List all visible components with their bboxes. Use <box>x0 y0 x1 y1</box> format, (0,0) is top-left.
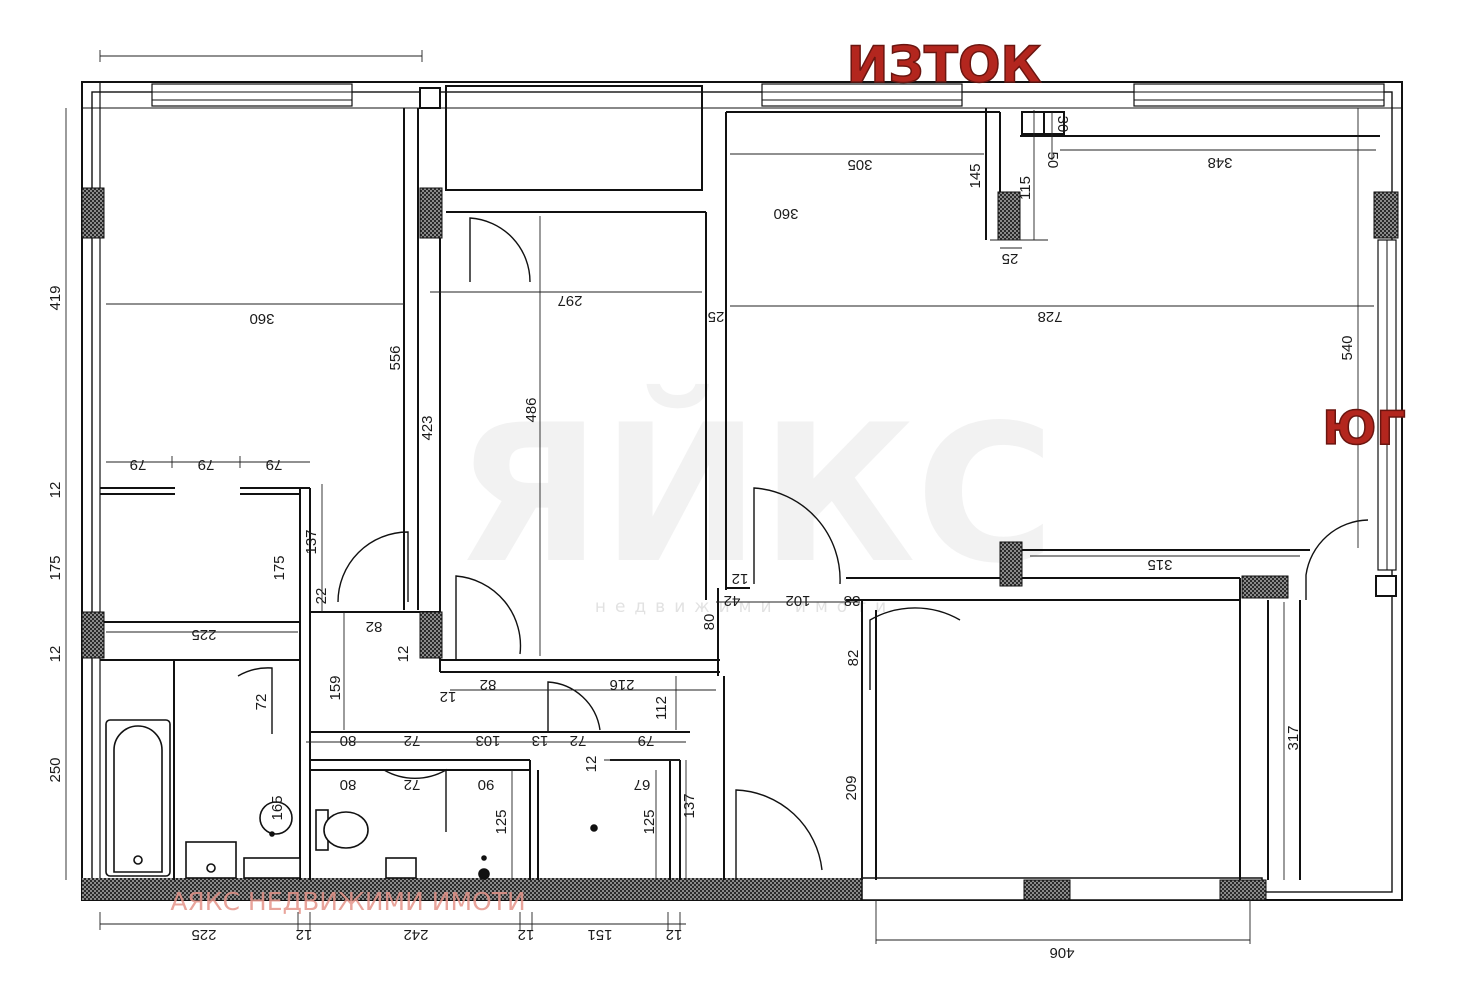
compass-south-label: ЮГ <box>1322 401 1405 455</box>
dim-label: 79 <box>266 456 283 473</box>
dim-label: 80 <box>340 776 357 793</box>
dim-label: 315 <box>1147 556 1172 573</box>
fixtures <box>105 719 598 880</box>
dim-label: 12 <box>518 926 535 943</box>
dim-label: 125 <box>641 809 658 834</box>
dim-label: 13 <box>532 732 549 749</box>
dim-label: 42 <box>724 592 741 609</box>
dim-label: 72 <box>404 732 421 749</box>
dim-label: 79 <box>198 456 215 473</box>
dim-label: 12 <box>440 688 457 705</box>
dim-label: 486 <box>523 397 540 422</box>
dim-label: 242 <box>403 926 428 943</box>
dim-label: 72 <box>404 776 421 793</box>
dim-label: 540 <box>1339 335 1356 360</box>
dim-label: 137 <box>681 793 698 818</box>
dim-label: 423 <box>419 415 436 440</box>
dim-label: 103 <box>475 732 500 749</box>
doors <box>237 217 1369 880</box>
bottom-wall <box>82 878 862 900</box>
dim-label: 80 <box>701 614 718 631</box>
watermark-logo: ЯЙКС <box>455 383 1055 605</box>
dim-label: 12 <box>583 756 600 773</box>
dim-label: 25 <box>1002 250 1019 267</box>
bathtub <box>105 719 171 877</box>
dim-label: 12 <box>395 646 412 663</box>
compass-east-label: ИЗТОК <box>847 36 1042 94</box>
agency-watermark: АЯКС НЕДВИЖИМИ ИМОТИ <box>170 887 525 916</box>
dim-label: 209 <box>843 775 860 800</box>
dim-label: 305 <box>847 156 872 173</box>
dim-label: 556 <box>387 345 404 370</box>
toilet-1 <box>243 857 301 879</box>
dim-label: 12 <box>47 482 64 499</box>
dim-label: 90 <box>478 776 495 793</box>
dim-label: 165 <box>269 795 286 820</box>
interior-walls <box>100 85 1380 880</box>
dim-label: 419 <box>47 285 64 310</box>
dim-label: 112 <box>653 696 670 720</box>
dimension-labels: 360 419 360 556 423 297 486 25 728 305 1… <box>47 116 1356 961</box>
dim-label: 38 <box>844 592 861 609</box>
dim-label: 360 <box>773 205 798 222</box>
dim-label: 102 <box>785 592 810 609</box>
dim-label: 317 <box>1285 725 1302 750</box>
sink-1 <box>185 841 237 879</box>
dim-label: 137 <box>303 529 320 554</box>
dim-label: 72 <box>253 694 270 711</box>
dim-label: 175 <box>271 555 288 580</box>
columns <box>81 187 1399 901</box>
watermark: ЯЙКС недвижими имоти <box>455 383 1055 617</box>
dim-label: 348 <box>1207 154 1232 171</box>
dim-label: 79 <box>130 456 147 473</box>
dim-label: 79 <box>638 732 655 749</box>
dim-label: 12 <box>666 926 683 943</box>
dim-label: 159 <box>327 675 344 700</box>
dim-label: 82 <box>480 676 497 693</box>
dim-label: 25 <box>708 308 725 325</box>
dim-label: 225 <box>191 926 216 943</box>
dim-label: 12 <box>47 646 64 663</box>
dim-label: 12 <box>296 926 313 943</box>
dim-label: 115 <box>1017 176 1034 200</box>
dim-label: 151 <box>587 926 612 943</box>
dim-label: 50 <box>1044 152 1061 169</box>
dim-label: 82 <box>366 618 383 635</box>
dim-label: 80 <box>340 732 357 749</box>
dim-label: 82 <box>845 650 862 667</box>
dim-label: 72 <box>570 732 587 749</box>
sink-2 <box>385 857 417 879</box>
dim-label: 30 <box>1054 116 1071 133</box>
dim-label: 125 <box>493 809 510 834</box>
dim-label: 67 <box>634 776 651 793</box>
posts <box>419 87 1397 597</box>
dimension-lines <box>65 50 1376 944</box>
dim-label: 297 <box>557 292 582 309</box>
dim-label: 216 <box>609 676 634 693</box>
dim-label: 22 <box>313 588 330 605</box>
dim-label: 12 <box>732 570 749 587</box>
dim-label: 175 <box>47 555 64 580</box>
dim-label: 406 <box>1049 944 1074 961</box>
dim-label: 225 <box>191 626 216 643</box>
dim-label: 728 <box>1037 308 1062 325</box>
dim-label: 360 <box>249 310 274 327</box>
dim-label: 250 <box>47 757 64 782</box>
dim-label: 145 <box>967 163 984 188</box>
